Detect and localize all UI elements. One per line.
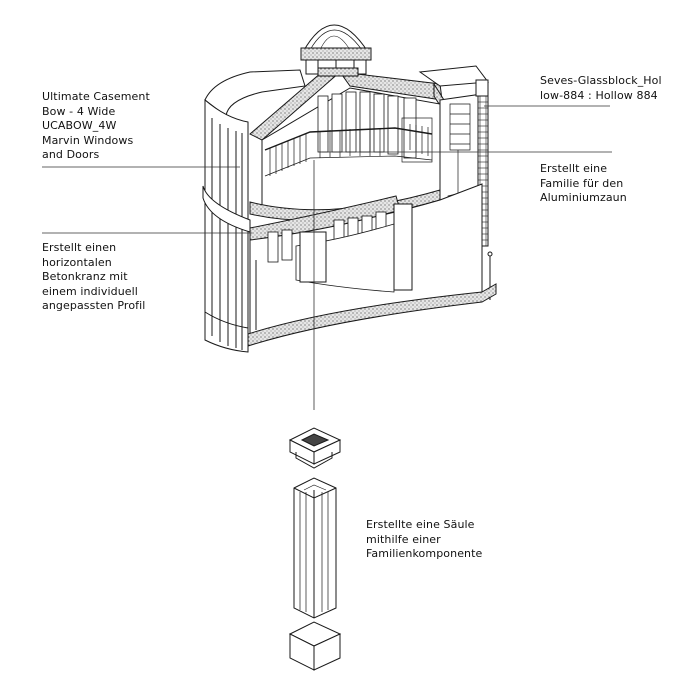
annotation-aluminium-fence: Erstellt eine Familie für den Aluminiumz… — [540, 162, 627, 204]
column-base — [288, 621, 342, 671]
leader-lines — [42, 105, 612, 410]
annotation-glass-block: Seves-Glassblock_Hol low-884 : Hollow 88… — [540, 74, 662, 102]
lower-floor — [247, 183, 497, 352]
column-shaft — [293, 477, 337, 619]
annotation-casement-window: Ultimate Casement Bow - 4 Wide UCABOW_4W… — [42, 90, 150, 161]
annotation-concrete-ring: Erstellt einen horizontalen Betonkranz m… — [42, 241, 146, 312]
roof-section — [249, 65, 489, 141]
curved-outer-wall — [202, 69, 306, 353]
dome-lantern — [300, 24, 372, 75]
column-exploded-view — [288, 427, 342, 671]
aluminium-railing — [264, 117, 433, 177]
building-cutaway — [202, 24, 497, 353]
annotation-column-family: Erstellte eine Säule mithilfe einer Fami… — [366, 518, 483, 560]
column-capital — [288, 427, 342, 469]
